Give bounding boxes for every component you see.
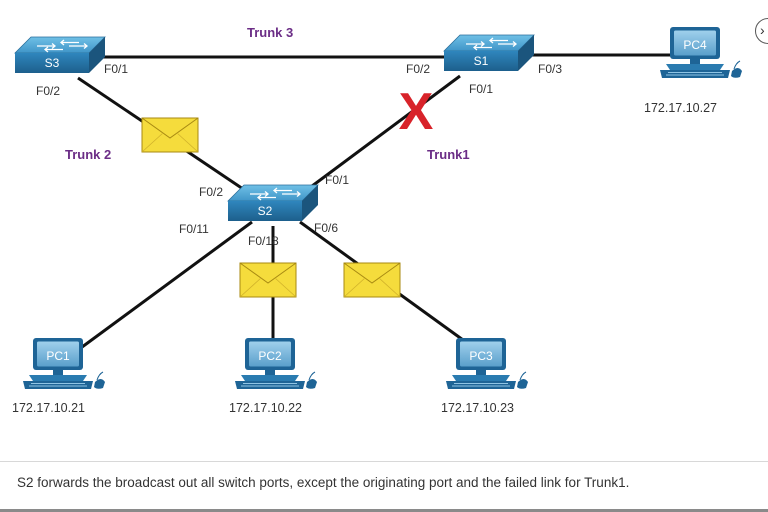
pc3-ip: 172.17.10.23 xyxy=(441,401,514,415)
broadcast-envelope-icon xyxy=(239,262,297,298)
failed-link-x-icon: X xyxy=(399,83,434,141)
port-label: F0/1 xyxy=(469,82,493,96)
broadcast-envelope-icon xyxy=(141,117,199,153)
pc3-name: PC3 xyxy=(469,349,493,363)
links xyxy=(77,53,676,352)
switch-s1[interactable]: S1 xyxy=(443,34,535,72)
port-label: F0/6 xyxy=(314,221,338,235)
port-label: F0/1 xyxy=(104,62,128,76)
pc2[interactable]: PC2 xyxy=(234,337,318,390)
broadcast-envelope-icon xyxy=(343,262,401,298)
link-s2-pc1 xyxy=(77,220,253,352)
port-label: F0/3 xyxy=(538,62,562,76)
pc2-ip: 172.17.10.22 xyxy=(229,401,302,415)
pc1[interactable]: PC1 xyxy=(22,337,106,390)
pc4-name: PC4 xyxy=(683,38,707,52)
switch-s3-name: S3 xyxy=(45,56,60,70)
trunk1-label: Trunk1 xyxy=(427,147,470,162)
switch-s3[interactable]: S3 xyxy=(14,36,106,74)
trunk3-label: Trunk 3 xyxy=(247,25,293,40)
port-label: F0/2 xyxy=(199,185,223,199)
port-label: F0/11 xyxy=(179,222,209,236)
pc2-name: PC2 xyxy=(258,349,282,363)
pc1-name: PC1 xyxy=(46,349,70,363)
pc1-ip: 172.17.10.21 xyxy=(12,401,85,415)
trunk2-label: Trunk 2 xyxy=(65,147,111,162)
caption-text: S2 forwards the broadcast out all switch… xyxy=(17,475,630,490)
pc-icon xyxy=(445,337,529,390)
network-diagram: S3 S1 S2 X PC4 PC1 PC2 PC3 172.17.10.27 … xyxy=(12,25,743,415)
port-label: F0/2 xyxy=(406,62,430,76)
switch-s1-name: S1 xyxy=(474,54,489,68)
pc-icon xyxy=(659,26,743,79)
pc4[interactable]: PC4 xyxy=(659,26,743,79)
pc-icon xyxy=(22,337,106,390)
port-label: F0/2 xyxy=(36,84,60,98)
pc4-ip: 172.17.10.27 xyxy=(644,101,717,115)
pc3[interactable]: PC3 xyxy=(445,337,529,390)
link-trunk1 xyxy=(299,74,461,197)
port-label: F0/1 xyxy=(325,173,349,187)
switch-s2-name: S2 xyxy=(258,204,273,218)
pc-icon xyxy=(234,337,318,390)
switch-s2[interactable]: S2 xyxy=(227,184,319,222)
port-label: F0/18 xyxy=(248,234,279,248)
caption-bar: S2 forwards the broadcast out all switch… xyxy=(0,461,768,512)
